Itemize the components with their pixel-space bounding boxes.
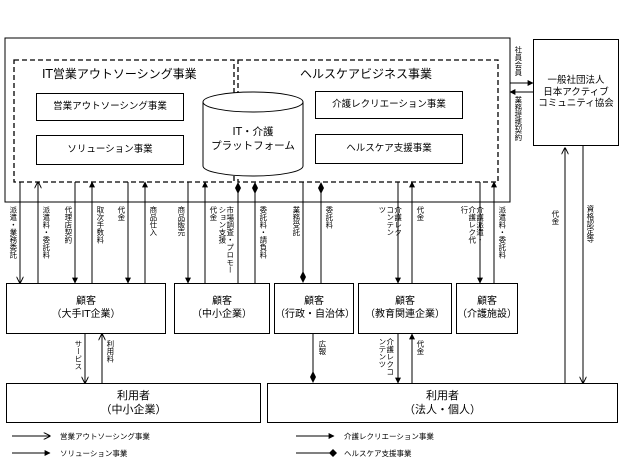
unit-care-recreation: 介護レクリエーション事業 [315,91,463,119]
unit-healthcare-support: ヘルスケア支援事業 [315,134,463,164]
label-f12: 委託料 [324,206,334,229]
label-f4: 取次手数料 [95,206,105,244]
label-f7: 商品販売 [176,206,186,236]
label-price: 代金 [415,340,425,355]
label-f3: 代理店契約 [63,206,73,244]
user-sme: 利用者（中小企業） [6,383,261,423]
legend-sales-outsourcing: 営業アウトソーシング事業 [60,432,150,441]
customer-care-facility: 顧客（介護施設） [456,283,518,334]
legend-solution: ソリューション事業 [60,449,128,458]
legend-healthcare-support: ヘルスケア支援事業 [344,449,412,458]
customer-education: 顧客（教育関連企業） [358,283,452,334]
label-service: サービス [73,340,83,370]
platform-cylinder [202,91,304,177]
label-f6: 商品仕入 [148,206,158,236]
company-frame [4,37,511,203]
customer-large-it: 顧客（大手IT企業） [6,283,166,334]
label-certification: 資格認定等 [585,205,595,243]
user-corporate-individual: 利用者（法人・個人） [267,383,618,423]
label-content: 介護レクコンテンツ [377,338,395,376]
health-group-title: ヘルスケアビジネス事業 [300,67,433,81]
label-f10: 委託料・請負料 [258,206,268,259]
label-member: 社員会員 [513,46,523,76]
label-f14: 代金 [415,206,425,221]
label-f8: 代金 [208,206,218,221]
label-partner-price: 代金 [550,210,560,225]
unit-sales-outsourcing: 営業アウトソーシング事業 [36,93,184,121]
it-group-title: IT営業アウトソーシング事業 [42,67,197,81]
customer-sme: 顧客（中小企業） [174,283,270,334]
label-f16: 派遣料・委託料 [497,206,507,259]
unit-solution: ソリューション事業 [36,135,184,165]
label-f13: 介護レクコンテンツ [377,206,403,236]
health-group-frame [237,59,499,183]
label-f1: 派遣・業務委託 [8,206,18,259]
platform-label: IT・介護 プラットフォーム [211,126,295,152]
customer-government: 顧客（行政・自治体） [274,283,355,334]
partner-association: 一般社団法人 日本アクティブ コミュニティ協会 [533,39,619,146]
label-f11: 業務受託 [291,206,301,236]
legend-care-recreation: 介護レクリエーション事業 [344,432,434,441]
label-f5: 代金 [116,206,126,221]
label-partnership: 業務提携契約 [513,96,523,141]
label-f2: 派遣料・委託料 [41,206,51,259]
label-pr: 広報 [317,340,327,355]
label-usage-fee: 利用料 [105,340,115,363]
label-f15: 介護派遣・介護レク代行 [459,206,485,244]
label-f9: 市場調査・プロモーション支援 [217,206,235,274]
